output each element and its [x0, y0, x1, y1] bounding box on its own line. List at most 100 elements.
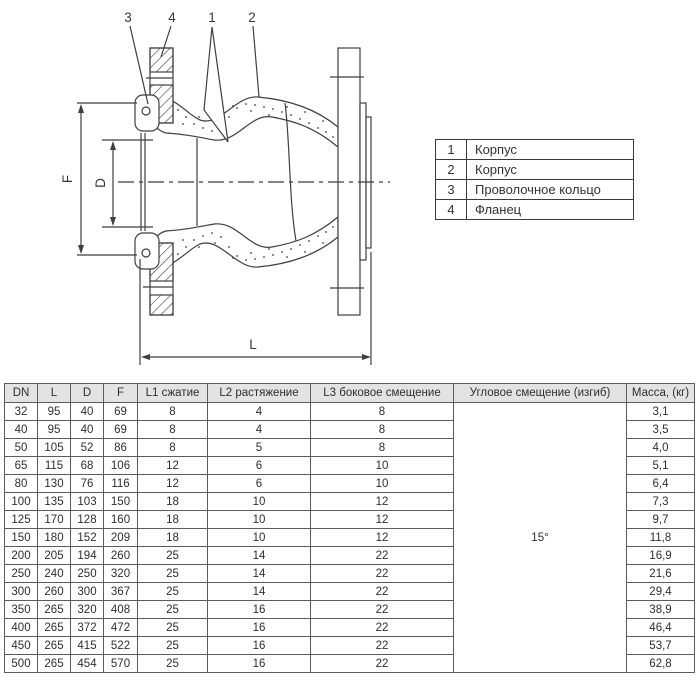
spec-cell-l2: 6: [207, 474, 311, 493]
spec-cell-l2: 16: [207, 636, 311, 655]
spec-cell-d: 76: [70, 474, 104, 493]
spec-cell-dn: 350: [4, 600, 38, 619]
spec-cell-dn: 100: [4, 492, 38, 511]
legend-item-name: Корпус: [466, 139, 634, 160]
spec-cell-f: 209: [103, 528, 138, 547]
spec-cell-l1: 18: [137, 510, 208, 529]
spec-cell-angular: 15°: [453, 402, 627, 673]
spec-cell-dn: 50: [4, 438, 38, 457]
spec-header-cell: Угловое смещение (изгиб): [453, 383, 627, 403]
spec-cell-l: 265: [37, 618, 71, 637]
spec-cell-f: 320: [103, 564, 138, 583]
spec-cell-d: 320: [70, 600, 104, 619]
callout-label-2: 2: [248, 10, 256, 25]
spec-cell-l3: 8: [310, 438, 454, 457]
callout-label-3: 3: [124, 10, 132, 25]
dimension-f: [77, 102, 137, 256]
spec-cell-l2: 16: [207, 654, 311, 673]
spec-cell-dn: 450: [4, 636, 38, 655]
spec-cell-mass: 16,9: [626, 546, 695, 565]
spec-cell-mass: 53,7: [626, 636, 695, 655]
spec-cell-l: 240: [37, 564, 71, 583]
legend-item-name: Фланец: [466, 199, 634, 220]
spec-cell-mass: 4,0: [626, 438, 695, 457]
spec-cell-d: 415: [70, 636, 104, 655]
spec-cell-l: 260: [37, 582, 71, 601]
legend-item-name: Проволочное кольцо: [466, 179, 634, 200]
spec-cell-l1: 25: [137, 636, 208, 655]
spec-cell-dn: 150: [4, 528, 38, 547]
spec-cell-l3: 12: [310, 510, 454, 529]
spec-cell-mass: 21,6: [626, 564, 695, 583]
spec-cell-d: 52: [70, 438, 104, 457]
spec-cell-f: 86: [103, 438, 138, 457]
spec-cell-d: 152: [70, 528, 104, 547]
spec-cell-f: 106: [103, 456, 138, 475]
spec-cell-l1: 25: [137, 600, 208, 619]
spec-cell-mass: 46,4: [626, 618, 695, 637]
legend-item-name: Корпус: [466, 159, 634, 180]
spec-header-cell: L1 сжатие: [137, 383, 208, 403]
dimension-d: [102, 139, 153, 228]
spec-cell-f: 522: [103, 636, 138, 655]
spec-cell-d: 103: [70, 492, 104, 511]
spec-cell-l2: 14: [207, 546, 311, 565]
spec-cell-l3: 22: [310, 564, 454, 583]
spec-cell-l2: 4: [207, 402, 311, 421]
spec-cell-l2: 14: [207, 564, 311, 583]
spec-cell-dn: 32: [4, 402, 38, 421]
spec-cell-mass: 6,4: [626, 474, 695, 493]
spec-cell-l1: 8: [137, 402, 208, 421]
callout-leaders: [129, 25, 260, 143]
spec-cell-l1: 25: [137, 654, 208, 673]
spec-cell-d: 40: [70, 402, 104, 421]
spec-cell-dn: 250: [4, 564, 38, 583]
spec-cell-dn: 65: [4, 456, 38, 475]
rubber-body-bottom: [150, 215, 339, 268]
legend-item-number: 2: [435, 159, 467, 180]
spec-cell-f: 408: [103, 600, 138, 619]
spec-header-cell: Масса, (кг): [626, 383, 695, 403]
dim-label-l: L: [249, 337, 257, 352]
callout-label-1: 1: [208, 10, 216, 25]
body-seam-line: [284, 102, 297, 242]
callout-label-4: 4: [168, 10, 176, 25]
spec-cell-f: 69: [103, 402, 138, 421]
spec-cell-l3: 22: [310, 636, 454, 655]
spec-header-cell: L2 растяжение: [207, 383, 311, 403]
spec-cell-l: 135: [37, 492, 71, 511]
wire-ring-bead-bottom: [134, 232, 160, 270]
spec-cell-l: 170: [37, 510, 71, 529]
spec-cell-dn: 200: [4, 546, 38, 565]
spec-cell-f: 69: [103, 420, 138, 439]
spec-cell-l3: 12: [310, 528, 454, 547]
spec-cell-l1: 25: [137, 564, 208, 583]
spec-cell-l2: 16: [207, 618, 311, 637]
spec-header-cell: DN: [4, 383, 38, 403]
spec-cell-dn: 300: [4, 582, 38, 601]
spec-header-cell: F: [103, 383, 138, 403]
spec-cell-l2: 16: [207, 600, 311, 619]
spec-cell-dn: 80: [4, 474, 38, 493]
spec-cell-l: 95: [37, 420, 71, 439]
legend-item-number: 3: [435, 179, 467, 200]
spec-cell-l: 265: [37, 636, 71, 655]
spec-cell-l: 265: [37, 654, 71, 673]
spec-cell-l2: 5: [207, 438, 311, 457]
spec-cell-dn: 400: [4, 618, 38, 637]
legend-item-number: 1: [435, 139, 467, 160]
